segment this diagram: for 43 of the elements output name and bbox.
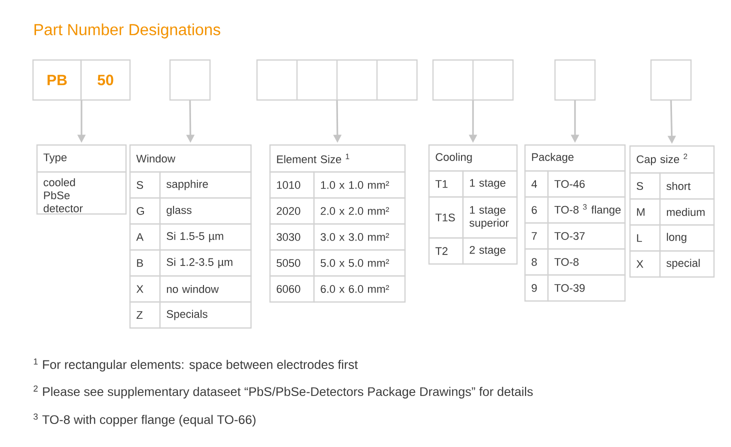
table-cell: 5050 [269,249,315,277]
table-cell: 6 [524,196,549,224]
table-cell: T2 [428,237,464,265]
code-box [554,59,596,101]
table-cell: M [629,198,661,226]
table-cell: S [129,171,161,199]
table-cell: 1 stage [462,170,518,198]
table-header: Type [36,144,127,173]
table-cell: 4 [524,170,549,198]
code-cell: 50 [80,59,131,101]
table-cell: 7 [524,222,549,250]
code-cell: PB [32,59,82,101]
code-box [432,59,514,101]
table-cell: cooled PbSe detector [36,171,127,215]
footnote: $^{2}$ Please see supplementary dataseet “PbS/PbSe-Detectors Package Drawings” for details [34,385,533,399]
table-cell: X [129,275,161,303]
table-cell: short [659,172,715,200]
table-cell: T1 [428,170,464,198]
table-cell: 8 [524,248,549,276]
title: Part Number Designations [34,24,220,38]
footnote: $^{3}$ TO-8 with copper flange (equal TO-66) [34,413,256,427]
table-cell: T1S [428,196,464,239]
code-box [169,59,211,101]
footnote: $^{1}$ For rectangular elements: space between electrodes first [34,358,358,372]
table-cell: L [629,224,661,252]
table-cell: 2 stage [462,237,518,265]
table-cell: 1010 [269,171,315,199]
table-cell: 3030 [269,223,315,251]
table-cell: medium [659,198,715,226]
table-cell: 6060 [269,275,315,303]
table-cell: 9 [524,274,549,302]
table-cell: Z [129,301,161,329]
table-cell: B [129,249,161,277]
table-cell: special [659,250,715,278]
table-cell: 2020 [269,197,315,225]
table-cell: A [129,223,161,251]
table-cell: 1 stage superior [462,196,518,239]
table-cell: G [129,197,161,225]
code-box [650,59,692,101]
table-cell: X [629,250,661,278]
table-cell: long [659,224,715,252]
code-box [256,59,418,101]
table-cell: S [629,172,661,200]
